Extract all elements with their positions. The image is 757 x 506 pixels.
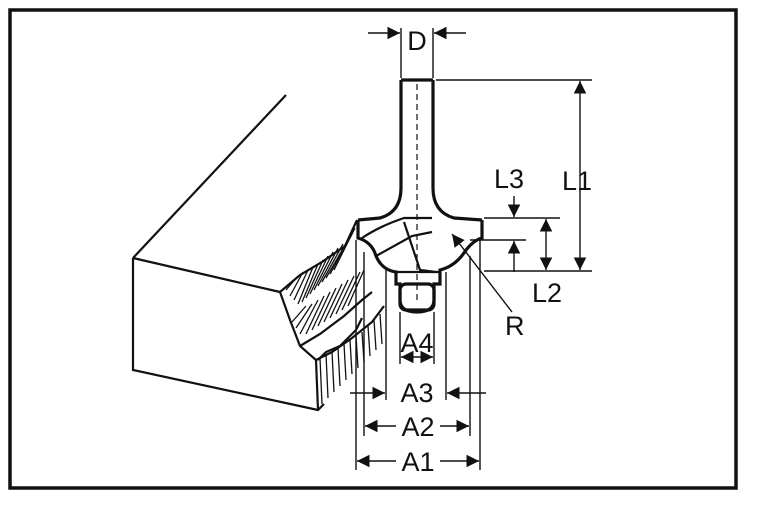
- profile-hatching: [285, 227, 383, 405]
- dimension-l2: L2: [484, 217, 562, 308]
- label-l2: L2: [532, 278, 562, 308]
- dimension-d: D: [368, 26, 466, 78]
- label-r: R: [505, 311, 525, 341]
- label-a3: A3: [400, 378, 433, 408]
- dimension-a1: A1: [357, 447, 479, 477]
- dimension-l1: L1: [436, 79, 592, 272]
- diagram-frame: [8, 8, 738, 490]
- dimension-a2: A2: [365, 412, 469, 442]
- pilot-bearing: [398, 282, 436, 312]
- dimension-a4: A4: [400, 328, 434, 364]
- router-bit: [356, 78, 484, 314]
- dimension-a3: A3: [350, 378, 486, 408]
- label-l1: L1: [562, 166, 592, 196]
- bit-shank: [357, 80, 403, 222]
- label-l3: L3: [494, 164, 524, 194]
- label-a1: A1: [401, 447, 434, 477]
- dimension-r: R: [451, 233, 525, 341]
- label-d: D: [407, 26, 427, 56]
- workpiece: [131, 94, 385, 412]
- bit-cutter: [356, 220, 484, 314]
- a-extension-lines: [355, 240, 481, 470]
- label-a4: A4: [400, 328, 433, 358]
- label-a2: A2: [401, 412, 434, 442]
